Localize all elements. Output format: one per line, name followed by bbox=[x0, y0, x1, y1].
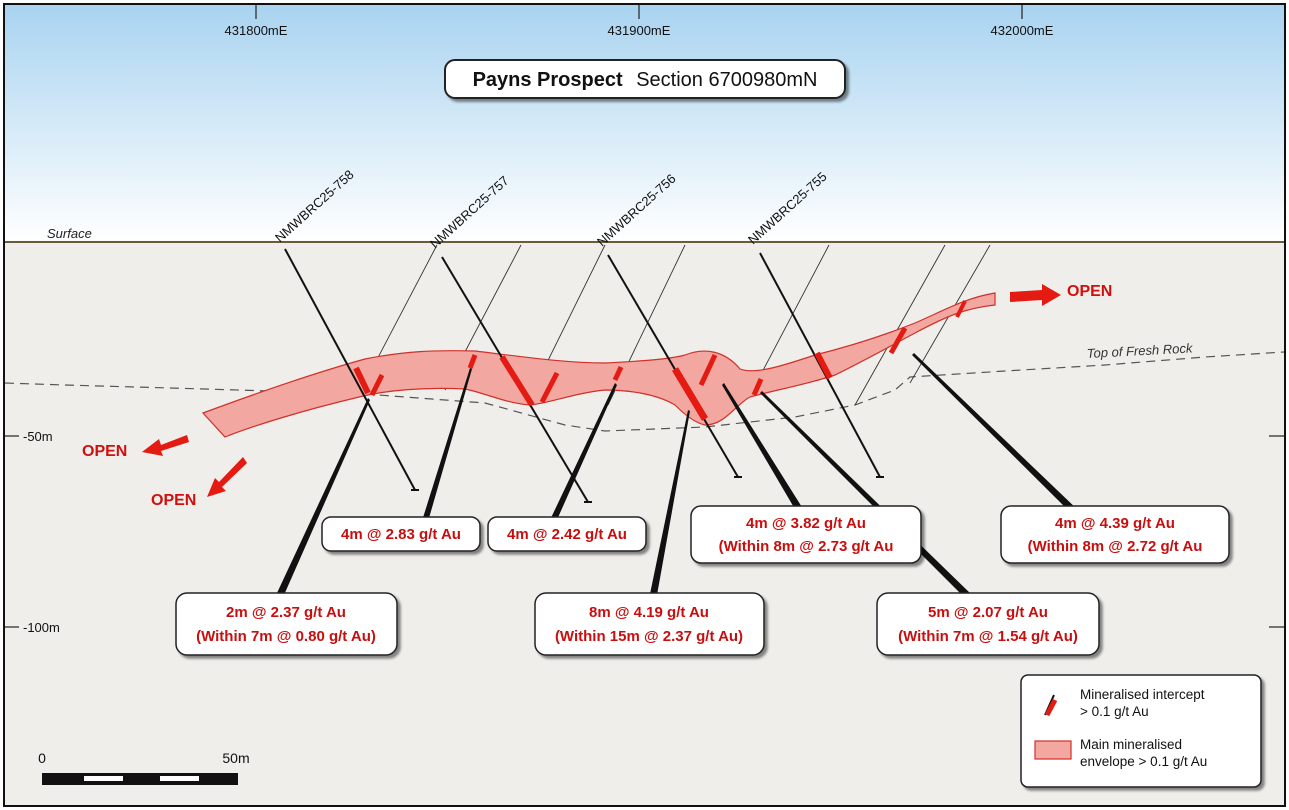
legend-envelope-line2: envelope > 0.1 g/t Au bbox=[1080, 754, 1207, 769]
depth-label-100: -100m bbox=[23, 620, 60, 635]
callout-7-line2: (Within 7m @ 1.54 g/t Au) bbox=[898, 628, 1078, 645]
easting-label-2: 431900mE bbox=[608, 23, 671, 38]
section-svg: 431800mE 431900mE 432000mE -50m -100m Su… bbox=[5, 5, 1284, 805]
callout-5-line1: 2m @ 2.37 g/t Au bbox=[226, 604, 346, 621]
callout-3-line1: 4m @ 3.82 g/t Au bbox=[746, 515, 866, 532]
callout-2: 4m @ 2.42 g/t Au bbox=[487, 516, 647, 552]
callout-1-line1: 4m @ 2.83 g/t Au bbox=[341, 526, 461, 543]
open-arrow-left bbox=[142, 435, 189, 456]
callout-4-line1: 4m @ 4.39 g/t Au bbox=[1055, 515, 1175, 532]
legend-intercept-line2: > 0.1 g/t Au bbox=[1080, 704, 1149, 719]
legend-envelope-swatch bbox=[1034, 740, 1072, 760]
hole-756-trace bbox=[607, 254, 739, 478]
open-arrow-right bbox=[1010, 284, 1061, 306]
easting-label-1: 431800mE bbox=[225, 23, 288, 38]
cross-section-diagram: 431800mE 431900mE 432000mE -50m -100m Su… bbox=[5, 5, 1284, 805]
open-arrows bbox=[142, 284, 1061, 497]
legend: Mineralised intercept > 0.1 g/t Au Main … bbox=[1020, 674, 1262, 788]
open-arrow-down-left bbox=[207, 457, 247, 497]
surface-label: Surface bbox=[47, 226, 92, 241]
callout-4: 4m @ 4.39 g/t Au (Within 8m @ 2.72 g/t A… bbox=[1000, 505, 1230, 564]
open-label-left: OPEN bbox=[82, 443, 127, 460]
sky bbox=[5, 5, 1284, 242]
title-section: Section 6700980mN bbox=[636, 69, 817, 91]
scale-label-right: 50m bbox=[222, 750, 249, 766]
easting-label-3: 432000mE bbox=[991, 23, 1054, 38]
callout-1: 4m @ 2.83 g/t Au bbox=[321, 516, 481, 552]
title-box: Payns Prospect Section 6700980mN bbox=[444, 59, 846, 99]
callout-5: 2m @ 2.37 g/t Au (Within 7m @ 0.80 g/t A… bbox=[175, 592, 398, 656]
intercept-marks bbox=[353, 300, 967, 421]
callouts: 4m @ 2.83 g/t Au 4m @ 2.42 g/t Au 4m @ 3… bbox=[175, 505, 1230, 656]
callout-4-line2: (Within 8m @ 2.72 g/t Au bbox=[1028, 538, 1203, 555]
legend-envelope-line1: Main mineralised bbox=[1080, 737, 1182, 752]
callout-6-line1: 8m @ 4.19 g/t Au bbox=[589, 604, 709, 621]
title-bold: Payns Prospect bbox=[473, 69, 623, 91]
depth-ticks bbox=[5, 435, 1284, 628]
easting-ticks bbox=[255, 5, 1023, 19]
callout-6-line2: (Within 15m @ 2.37 g/t Au) bbox=[555, 628, 743, 645]
depth-label-50: -50m bbox=[23, 429, 53, 444]
open-label-lower: OPEN bbox=[151, 492, 196, 509]
callout-7: 5m @ 2.07 g/t Au (Within 7m @ 1.54 g/t A… bbox=[876, 592, 1100, 656]
callout-6: 8m @ 4.19 g/t Au (Within 15m @ 2.37 g/t … bbox=[534, 592, 765, 656]
callout-5-line2: (Within 7m @ 0.80 g/t Au) bbox=[196, 628, 376, 645]
fresh-rock-label: Top of Fresh Rock bbox=[1086, 340, 1194, 361]
callout-3: 4m @ 3.82 g/t Au (Within 8m @ 2.73 g/t A… bbox=[690, 505, 922, 564]
legend-intercept-red bbox=[1044, 698, 1058, 717]
scale-label-left: 0 bbox=[38, 750, 46, 766]
callout-3-line2: (Within 8m @ 2.73 g/t Au bbox=[719, 538, 894, 555]
mineralised-envelope bbox=[201, 292, 996, 438]
open-label-right: OPEN bbox=[1067, 283, 1112, 300]
callout-2-line1: 4m @ 2.42 g/t Au bbox=[507, 526, 627, 543]
callout-7-line1: 5m @ 2.07 g/t Au bbox=[928, 604, 1048, 621]
scale-bar: 0 50m bbox=[38, 750, 250, 785]
hole-758-trace bbox=[284, 248, 416, 491]
svg-text:Payns Prospect Section 6: Payns Prospect Section 6700980mN bbox=[473, 69, 818, 91]
legend-intercept-line1: Mineralised intercept bbox=[1080, 687, 1205, 702]
